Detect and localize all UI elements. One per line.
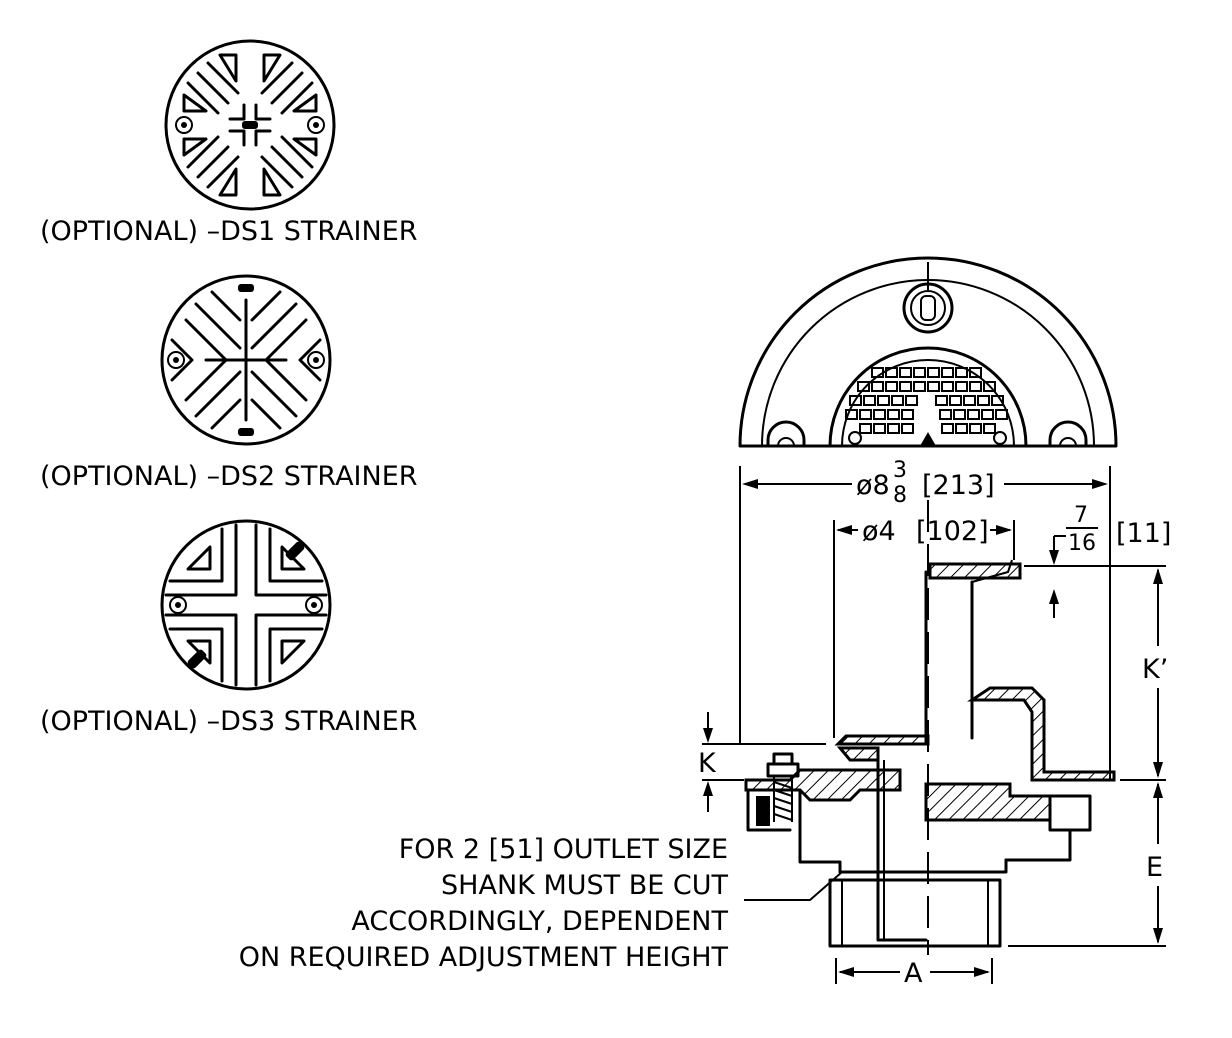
flange-dia-frac-num: 3 (893, 458, 907, 483)
flange-dia-metric: [213] (922, 470, 995, 501)
ds2-strainer-icon (160, 274, 332, 446)
rim-metric: [11] (1116, 518, 1171, 549)
ds2-strainer-label: (OPTIONAL) –DS2 STRAINER (40, 461, 418, 492)
ds1-strainer-icon (164, 39, 336, 211)
e-label: E (1146, 852, 1163, 883)
body-diameter-dimension (833, 520, 1015, 738)
k-label: K (698, 748, 717, 779)
note-line-1: FOR 2 [51] OUTLET SIZE (399, 834, 728, 865)
k-prime-label: K’ (1142, 654, 1168, 685)
note-line-3: ACCORDINGLY, DEPENDENT (351, 906, 728, 937)
flange-dia-prefix: ø8 (856, 470, 890, 501)
k-dimension (702, 712, 826, 812)
a-label: A (904, 958, 923, 989)
rim-height-dimension (1049, 527, 1098, 618)
ds1-strainer-label: (OPTIONAL) –DS1 STRAINER (40, 216, 418, 247)
drain-section-view (744, 500, 1116, 955)
body-dia-prefix: ø4 (862, 516, 896, 547)
ds3-strainer-label: (OPTIONAL) –DS3 STRAINER (40, 706, 418, 737)
rim-frac-num: 7 (1074, 503, 1088, 528)
drain-top-view (738, 256, 1118, 448)
e-dimension (1008, 782, 1166, 947)
flange-dia-frac-den: 8 (893, 483, 907, 508)
rim-frac-den: 16 (1068, 531, 1096, 556)
body-dia-metric: [102] (916, 516, 989, 547)
note-line-4: ON REQUIRED ADJUSTMENT HEIGHT (239, 942, 729, 973)
k-prime-dimension (1024, 565, 1166, 781)
note-line-2: SHANK MUST BE CUT (441, 870, 728, 901)
a-dimension (835, 958, 993, 984)
flange-diameter-dimension (739, 466, 1111, 780)
ds3-strainer-icon (160, 519, 332, 691)
